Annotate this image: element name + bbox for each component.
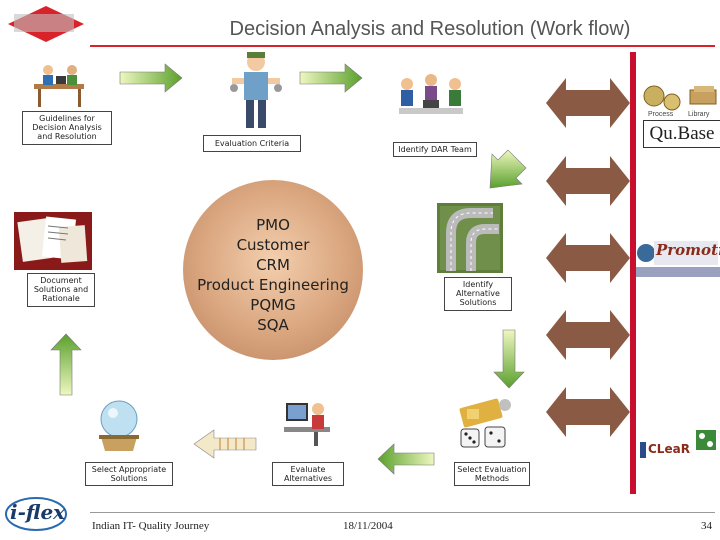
stakeholders-circle	[183, 180, 363, 360]
footer-title: Indian IT- Quality Journey	[92, 520, 210, 532]
iflex-logo-text: i-flex	[10, 500, 66, 524]
library-label: Library	[688, 111, 710, 118]
process-library-icon	[640, 82, 720, 120]
step-label-dar-team: Identify DAR Team	[393, 142, 477, 158]
step-label-document-solutions: Document Solutions and Rationale	[27, 273, 95, 307]
stakeholder-product-engineering: Product Engineering	[197, 276, 349, 294]
step-label-evaluate-alternatives: Evaluate Alternatives	[272, 462, 344, 487]
stakeholder-customer: Customer	[236, 236, 310, 254]
select-solutions-illustration	[93, 397, 145, 455]
double-arrow-promotr	[546, 233, 630, 283]
tool-link-arrows	[546, 78, 630, 437]
promotr-label: Promotr	[656, 241, 720, 259]
stakeholder-pqmg: PQMG	[250, 296, 296, 314]
double-arrow-row2	[546, 156, 630, 206]
step-label-guidelines: Guidelines for Decision Analysis and Res…	[22, 111, 112, 145]
footer-divider	[90, 512, 715, 513]
double-arrow-qubase	[546, 78, 630, 128]
arrow-alternatives-to-methods	[493, 329, 525, 389]
footer-date: 18/11/2004	[343, 520, 393, 532]
evaluation-criteria-illustration	[228, 48, 284, 134]
step-label-evaluation-criteria: Evaluation Criteria	[203, 135, 301, 153]
arrow-guidelines-to-criteria	[119, 63, 183, 93]
iclear-logo: CLeaR	[640, 424, 720, 468]
title-underline	[90, 45, 715, 47]
process-label: Process	[648, 111, 674, 118]
arrow-team-to-alternatives	[489, 149, 527, 189]
arrow-evaluate-to-select	[193, 429, 257, 459]
stakeholders-list: PMO Customer CRM Product Engineering PQM…	[183, 215, 363, 335]
page-number: 34	[701, 520, 712, 532]
double-arrow-row4	[546, 310, 630, 360]
step-label-select-solutions: Select Appropriate Solutions	[85, 462, 173, 487]
dar-team-illustration	[393, 70, 469, 132]
arrow-criteria-to-team	[299, 63, 363, 93]
promotr-logo: Promotr	[636, 233, 720, 279]
page-title: Decision Analysis and Resolution (Work f…	[229, 18, 631, 40]
arrow-select-to-document	[50, 333, 82, 396]
iclear-label: CLeaR	[648, 442, 690, 456]
guidelines-illustration	[30, 62, 92, 110]
step-label-alternative-solutions: Identify Alternative Solutions	[444, 277, 512, 311]
document-solutions-illustration	[14, 212, 92, 270]
stakeholder-pmo: PMO	[256, 216, 290, 234]
stakeholder-crm: CRM	[256, 256, 290, 274]
evaluate-alternatives-illustration	[280, 397, 334, 451]
alternatives-illustration	[437, 203, 503, 273]
iflex-logo: i-flex	[4, 494, 68, 534]
arrow-methods-to-evaluate	[377, 443, 435, 475]
stakeholder-sqa: SQA	[257, 316, 289, 334]
evaluation-methods-illustration	[455, 395, 521, 455]
tools-divider	[630, 52, 636, 494]
step-label-evaluation-methods: Select Evaluation Methods	[454, 462, 530, 487]
logo-flag	[6, 4, 86, 46]
qubase-tool: Qu.Base	[643, 120, 720, 148]
double-arrow-iclear	[546, 387, 630, 437]
